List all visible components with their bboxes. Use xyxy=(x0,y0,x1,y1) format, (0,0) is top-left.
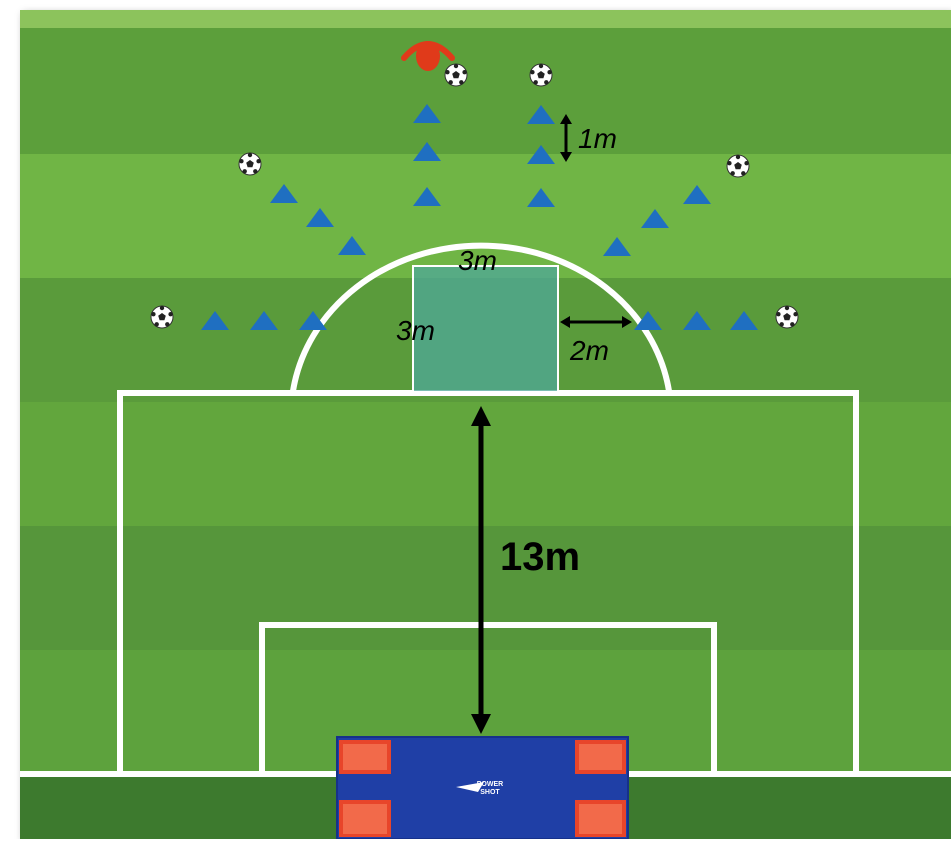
cone-icon xyxy=(413,104,441,123)
cone-icon xyxy=(201,311,229,330)
cone-icon xyxy=(527,105,555,124)
pitch-stripe xyxy=(20,28,951,154)
label-zone-width: 3m xyxy=(458,245,497,276)
cone-icon xyxy=(413,142,441,161)
cone-icon xyxy=(270,184,298,203)
soccer-ball-icon xyxy=(775,305,799,329)
label-zone-depth: 3m xyxy=(396,315,435,346)
cone-icon xyxy=(603,237,631,256)
measurement-labels: 1m 3m 3m 2m 13m xyxy=(396,123,617,579)
cone-icon xyxy=(250,311,278,330)
brand-line1: POWER xyxy=(477,781,503,788)
cone-icon xyxy=(413,187,441,206)
cone-icon xyxy=(338,236,366,255)
brand-line2: SHOT xyxy=(480,789,500,796)
soccer-ball-icon xyxy=(726,154,750,178)
pitch-stripe xyxy=(20,526,951,650)
label-1m: 1m xyxy=(578,123,617,154)
arrow-1m xyxy=(560,114,572,162)
goal-target-bottom-right xyxy=(575,800,626,837)
cones-group xyxy=(201,104,758,330)
target-zone xyxy=(412,265,559,393)
goal-target-top-right xyxy=(575,740,626,774)
pitch-stripe xyxy=(20,154,951,278)
arrow-2m xyxy=(560,316,632,328)
powershot-goal: POWER SHOT xyxy=(336,736,629,840)
goal-area xyxy=(259,622,717,774)
pitch-stripe xyxy=(20,10,951,28)
soccer-ball-icon xyxy=(444,63,468,87)
cone-icon xyxy=(683,311,711,330)
cone-icon xyxy=(730,311,758,330)
arrow-13m xyxy=(471,406,491,734)
powershot-logo: POWER SHOT xyxy=(456,781,503,796)
cone-icon xyxy=(641,209,669,228)
soccer-ball-icon xyxy=(150,305,174,329)
goal-target-top-left xyxy=(339,740,391,774)
cone-icon xyxy=(299,311,327,330)
player-marker-icon xyxy=(401,41,455,71)
label-13m: 13m xyxy=(500,535,580,579)
cone-icon xyxy=(634,311,662,330)
label-2m: 2m xyxy=(569,335,609,366)
soccer-ball-icon xyxy=(529,63,553,87)
soccer-ball-icon xyxy=(238,152,262,176)
measurement-arrows xyxy=(471,114,632,734)
cone-icon xyxy=(683,185,711,204)
cone-icon xyxy=(527,145,555,164)
cone-icon xyxy=(527,188,555,207)
goal-target-bottom-left xyxy=(339,800,391,837)
cone-icon xyxy=(306,208,334,227)
balls-group xyxy=(150,63,799,329)
